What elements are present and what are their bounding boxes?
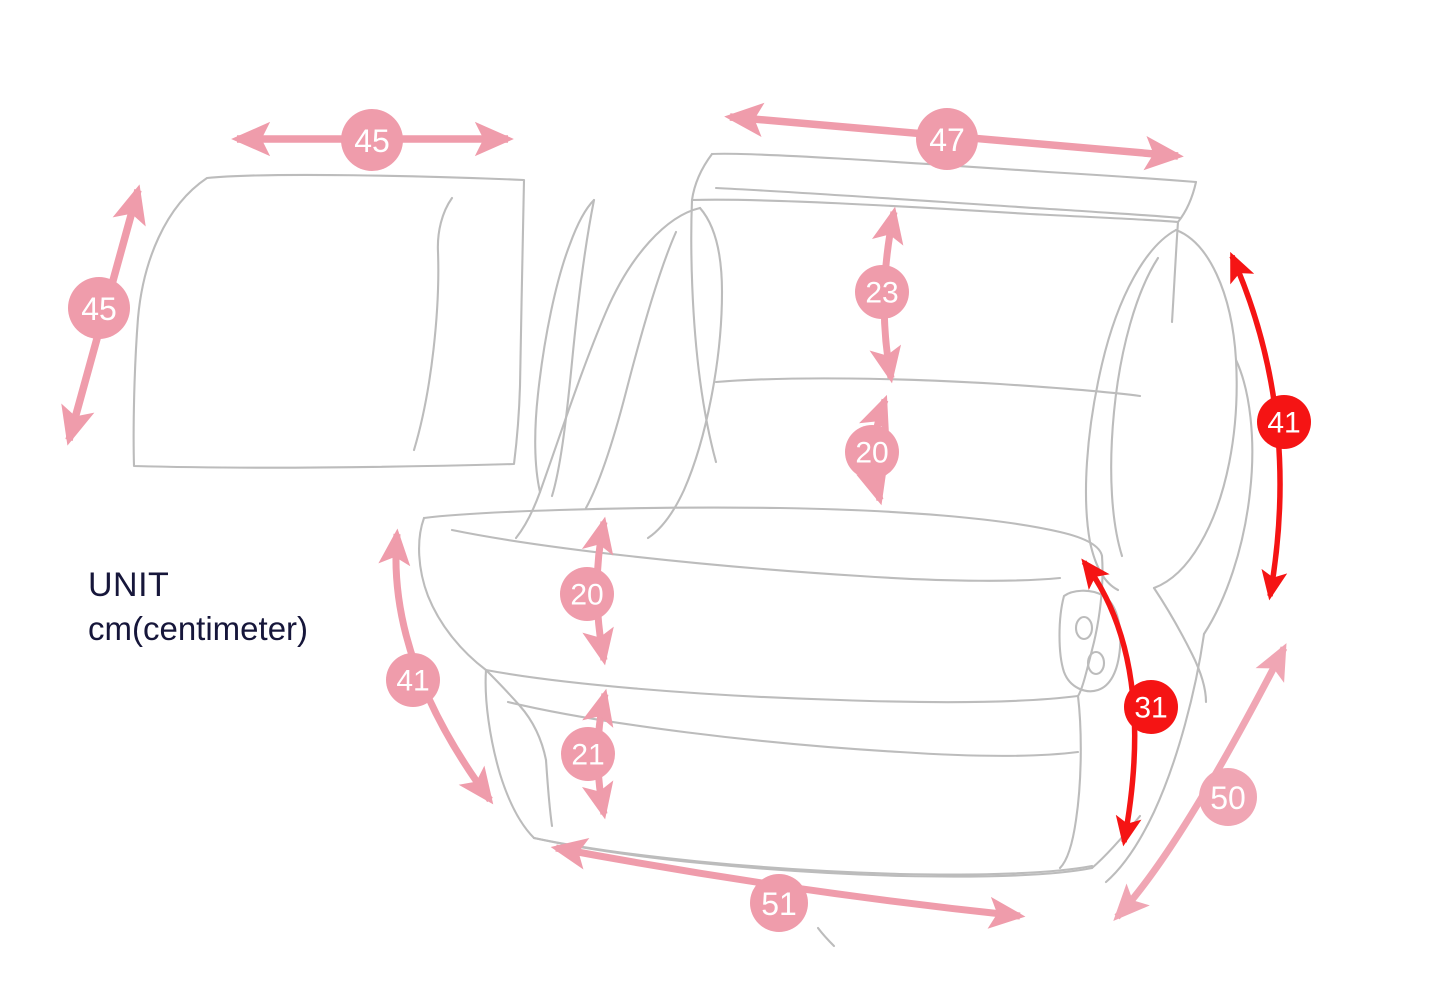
dimension-badge-value: 41 — [396, 665, 429, 698]
dimension-badge-value: 45 — [354, 123, 390, 159]
dimension-badge-highlight: 41 — [1257, 395, 1311, 449]
dimension-badge: 50 — [1199, 768, 1257, 826]
dimension-badge-value: 50 — [1210, 780, 1246, 816]
dimension-badge-value: 47 — [929, 122, 965, 158]
dimension-line-side-length-right — [1113, 643, 1288, 921]
dimension-badge-value: 51 — [761, 886, 797, 922]
dimension-badge-value: 20 — [570, 579, 603, 612]
unit-value: cm(centimeter) — [88, 610, 309, 647]
dimension-badge: 51 — [750, 874, 808, 932]
left-armrest — [514, 206, 724, 540]
dimension-badge: 45 — [68, 277, 130, 339]
floor-mark — [816, 926, 836, 948]
dimension-badge: 23 — [855, 265, 909, 319]
dimension-badge: 20 — [845, 425, 899, 479]
dimension-badge-value: 41 — [1267, 407, 1300, 440]
dimension-badge: 45 — [341, 109, 403, 171]
dimension-badge-value: 45 — [81, 291, 117, 327]
dimension-badge: 41 — [386, 653, 440, 707]
dimension-badge: 47 — [916, 108, 978, 170]
dimension-badge-value: 21 — [571, 739, 604, 772]
dimension-badge-value: 23 — [865, 277, 898, 310]
dimension-badge-value: 31 — [1134, 692, 1167, 725]
dimension-badge: 21 — [561, 727, 615, 781]
unit-label: UNIT — [80, 566, 175, 606]
dimension-badge-value: 20 — [855, 437, 888, 470]
unit-legend: UNIT cm(centimeter) — [80, 566, 308, 645]
left-armrest-inner — [534, 198, 596, 498]
dimension-badge: 20 — [560, 567, 614, 621]
dimension-badge-highlight: 31 — [1124, 680, 1178, 734]
